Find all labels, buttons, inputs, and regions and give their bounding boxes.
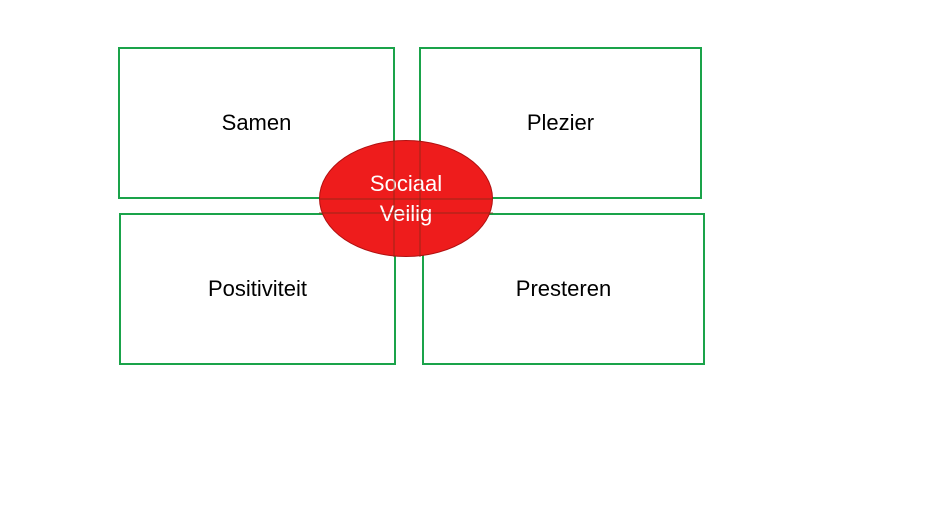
quadrant-box-plezier: Plezier — [419, 47, 702, 199]
quadrant-label-samen: Samen — [221, 110, 292, 135]
quadrant-box-presteren: Presteren — [422, 213, 705, 365]
quadrant-box-samen: Samen — [118, 47, 395, 199]
center-ellipse: Sociaal Veilig — [319, 140, 493, 257]
center-label-line1: Sociaal — [369, 170, 443, 196]
quadrant-label-presteren: Presteren — [515, 276, 612, 301]
quadrant-label-positiviteit: Positiviteit — [207, 276, 308, 301]
quadrant-label-plezier: Plezier — [526, 110, 595, 135]
center-label-line2: Veilig — [379, 200, 433, 226]
